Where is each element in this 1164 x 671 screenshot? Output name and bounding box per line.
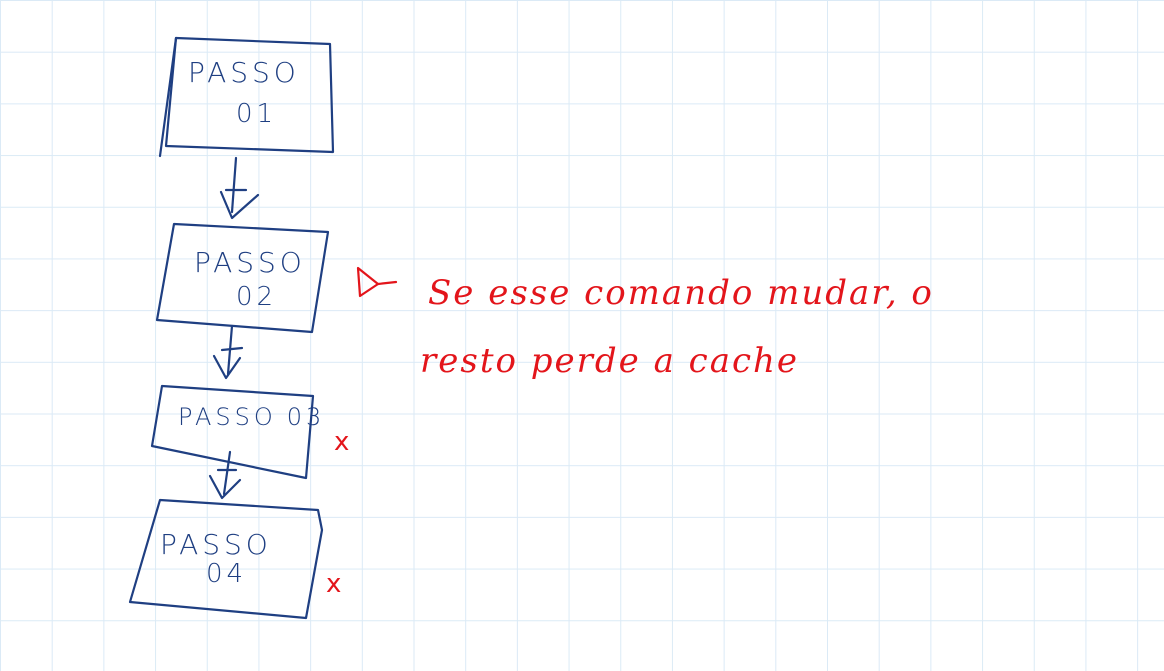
annotation-line-1: Se esse comando mudar, o [428, 273, 934, 313]
step-box-4: PASSO 04 [128, 498, 324, 620]
annotation-line-2: resto perde a cache [420, 341, 799, 381]
step-3-label: PASSO 03 [178, 403, 325, 431]
step-3-number: 03 [287, 403, 326, 431]
arrow-2-3 [212, 324, 244, 380]
annotation-arrow [356, 266, 398, 298]
step-1-word: PASSO [188, 56, 300, 89]
step-4-number: 04 [206, 559, 247, 589]
step-box-3: PASSO 03 [150, 384, 325, 480]
step-box-2: PASSO 02 [155, 222, 330, 334]
step-3-word: PASSO [178, 403, 277, 431]
step-4-word: PASSO [160, 528, 272, 561]
step-1-number: 01 [236, 99, 277, 129]
annotation: Se esse comando mudar, o resto perde a c… [420, 273, 934, 381]
arrow-1-2 [219, 156, 260, 220]
step-2-number: 02 [236, 282, 277, 312]
step-3-x-mark: x [334, 427, 349, 457]
arrow-3-4 [208, 450, 242, 500]
step-4-x-mark: x [326, 569, 341, 599]
step-box-1: PASSO 01 [158, 36, 335, 158]
step-2-word: PASSO [194, 246, 306, 279]
